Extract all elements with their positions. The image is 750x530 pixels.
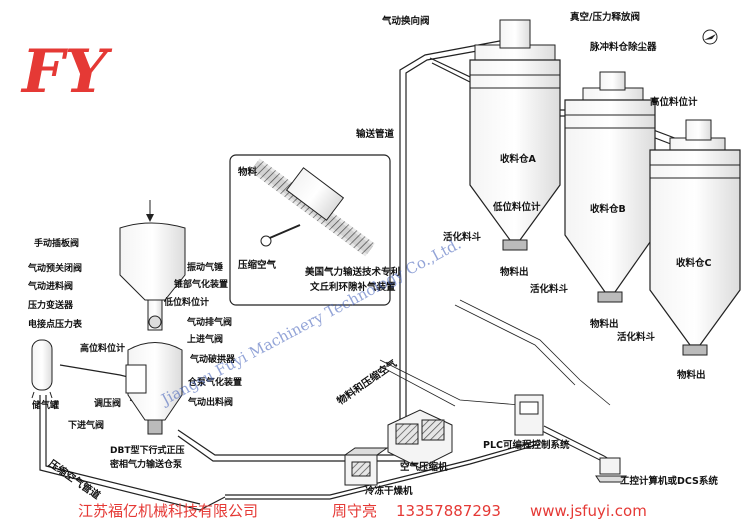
refrigerated-dryer [343,447,389,486]
footer-contact: 周守亮 [332,502,377,520]
label-air-diverter: 气动换向阀 [381,15,430,27]
label-compressor: 空气压缩机 [400,461,448,473]
label-pump-name-1: DBT型下行式正压 [110,444,184,456]
footer: 江苏福亿机械科技有限公司 周守亮 13357887293 www.jsfuyi.… [78,502,647,520]
footer-phone: 13357887293 [396,502,501,520]
label-active-hopper-1: 活化料斗 [443,231,482,243]
label-outlet-1: 物料出 [500,266,529,278]
label-high-level-1: 高位料位计 [650,96,698,108]
footer-website: www.jsfuyi.com [530,502,647,520]
plc-cabinet [514,394,544,436]
label-air-pipe: 压缩空气管道 [46,457,103,502]
label-dcs: 工控计算机或DCS系统 [620,475,718,487]
label-patent-1: 美国气力输送技术专利 [304,266,400,278]
silo-a [469,19,561,251]
label-active-hopper-2: 活化料斗 [530,283,569,295]
label-pump-name-2: 密相气力输送仓泵 [109,458,183,470]
footer-company: 江苏福亿机械科技有限公司 [78,502,258,520]
label-dryer: 冷冻干燥机 [365,485,413,497]
label-air-tank: 储气罐 [32,399,59,411]
air-tank [31,339,53,399]
label-manual-gate: 手动插板阀 [34,237,79,249]
label-low-level-2: 低位料位计 [163,296,209,308]
label-pneu-preclose: 气动预关闭阀 [27,262,82,274]
label-contact-gauge: 电接点压力表 [28,318,83,330]
label-pneu-vent: 气动排气阀 [186,316,232,328]
label-silo-a: 收料仓A [500,153,537,165]
label-upper-inlet: 上进气阀 [187,333,223,345]
label-pressure-tx: 压力变送器 [28,299,74,311]
air-compressor [387,409,453,469]
label-pneu-breaker: 气动破拱器 [189,353,236,365]
label-low-level-1: 低位料位计 [492,201,541,213]
label-silo-b: 收料仓B [590,203,626,215]
silo-c [649,119,741,356]
label-pneu-outlet: 气动出料阀 [187,396,233,408]
label-patent-2: 文丘利环隙补气装置 [309,281,396,293]
north-arrow-icon [702,29,718,45]
label-plc: PLC可编程控制系统 [483,439,570,451]
label-convey-pipe: 输送管道 [356,128,395,140]
venturi-inset [229,154,391,306]
label-pump-aeration: 仓泵气化装置 [187,376,242,388]
silo-b [564,71,656,303]
label-regulator: 调压阀 [94,397,121,409]
label-outlet-2: 物料出 [590,318,619,330]
computer-terminal [595,457,627,483]
label-material-air-pipe: 物料和压缩空气 [334,357,399,408]
pressure-vessel-pump [125,299,183,435]
label-outlet-3: 物料出 [677,369,706,381]
label-high-level-2: 高位料位计 [80,342,125,354]
label-compressed-air: 压缩空气 [238,259,277,271]
label-cone-aeration: 锥部气化装置 [174,278,228,290]
label-silo-c: 收料仓C [676,257,712,269]
label-pulse-filter: 脉冲料仓除尘器 [589,41,657,53]
brand-logo: FY [20,37,113,107]
label-lower-inlet: 下进气阀 [68,419,104,431]
label-material: 物料 [238,166,258,178]
label-active-hopper-3: 活化料斗 [617,331,656,343]
label-pneu-inlet: 气动进料阀 [27,280,73,292]
label-vibr-hammer: 振动气锤 [187,261,223,273]
label-vacuum-valve: 真空/压力释放阀 [570,11,640,23]
